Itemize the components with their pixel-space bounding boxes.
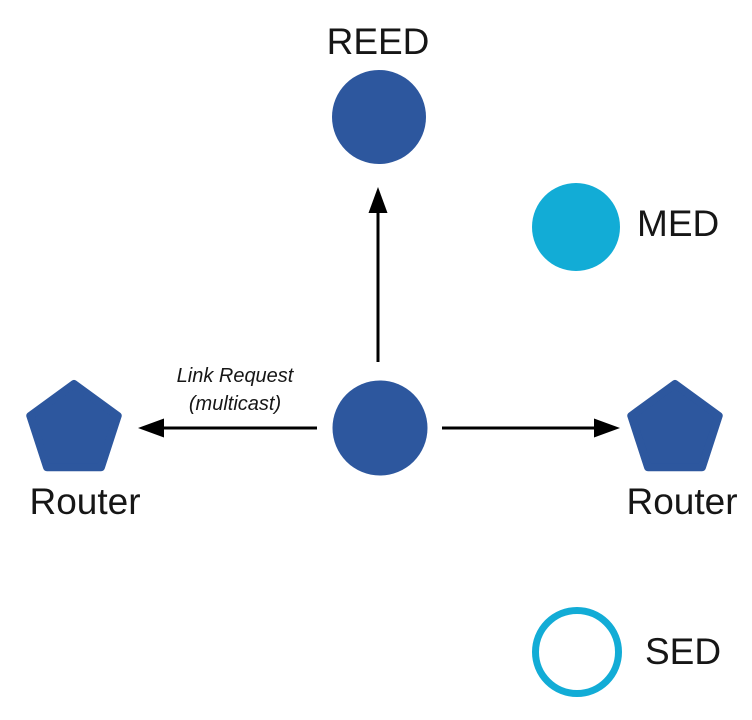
multicast-arrow-left — [138, 418, 317, 438]
link-request-line2: (multicast) — [188, 393, 282, 415]
arrow-right-head-icon — [594, 418, 620, 438]
link-request-line1: Link Request — [176, 365, 294, 387]
sed-node-ring — [532, 607, 622, 697]
arrow-left-head-icon — [138, 418, 164, 438]
link-request-annotation: Link Request (multicast) — [125, 362, 345, 418]
reed-label: REED — [326, 21, 430, 62]
router-right-label: Router — [626, 481, 738, 522]
sed-label: SED — [645, 631, 722, 672]
med-node-circle — [532, 183, 620, 271]
multicast-arrow-right — [442, 418, 620, 438]
multicast-arrow-up — [368, 187, 388, 362]
reed-node-circle — [332, 70, 426, 164]
router-left-label: Router — [29, 481, 141, 522]
router-right-pentagon — [627, 380, 723, 472]
router-left-pentagon — [26, 380, 122, 472]
arrow-up-head-icon — [368, 187, 388, 213]
med-label: MED — [637, 203, 720, 244]
center-node-circle — [332, 380, 428, 476]
